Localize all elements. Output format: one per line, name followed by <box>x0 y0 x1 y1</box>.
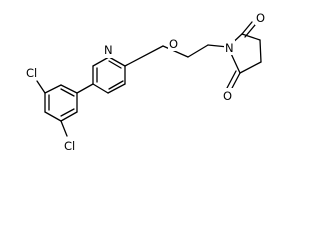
bond <box>60 108 75 117</box>
bond <box>124 45 164 67</box>
bond <box>244 24 256 38</box>
bond <box>162 45 189 58</box>
atom-label: O <box>169 37 178 51</box>
bond <box>60 88 75 97</box>
bond <box>60 120 68 137</box>
molecule-canvas: Cl Cl N O N O O <box>26 10 266 153</box>
bonds <box>36 21 262 137</box>
atom-label: Cl <box>64 139 75 153</box>
atom-labels: Cl Cl N O N O O <box>26 10 266 153</box>
bond <box>230 72 241 91</box>
atom-label: O <box>256 11 265 25</box>
atom-label: N <box>225 41 234 55</box>
bond <box>44 84 62 94</box>
bond <box>76 83 94 94</box>
bond <box>92 56 110 67</box>
atom-label: O <box>223 89 232 103</box>
bond <box>226 70 237 89</box>
bond <box>60 111 78 122</box>
bond <box>259 39 262 63</box>
bond <box>241 21 253 35</box>
bond <box>187 44 209 58</box>
bond <box>241 33 261 41</box>
atom-label: N <box>104 43 113 57</box>
atom-label: Cl <box>26 66 37 80</box>
bond <box>92 83 109 94</box>
bond <box>239 61 262 74</box>
bond <box>108 80 124 90</box>
bond <box>60 84 78 94</box>
bond <box>44 111 62 122</box>
molecule-structure: Cl Cl N O N O O <box>26 10 266 153</box>
bond <box>36 80 46 94</box>
bond <box>107 83 126 94</box>
bond <box>108 60 122 69</box>
bond <box>108 56 126 67</box>
